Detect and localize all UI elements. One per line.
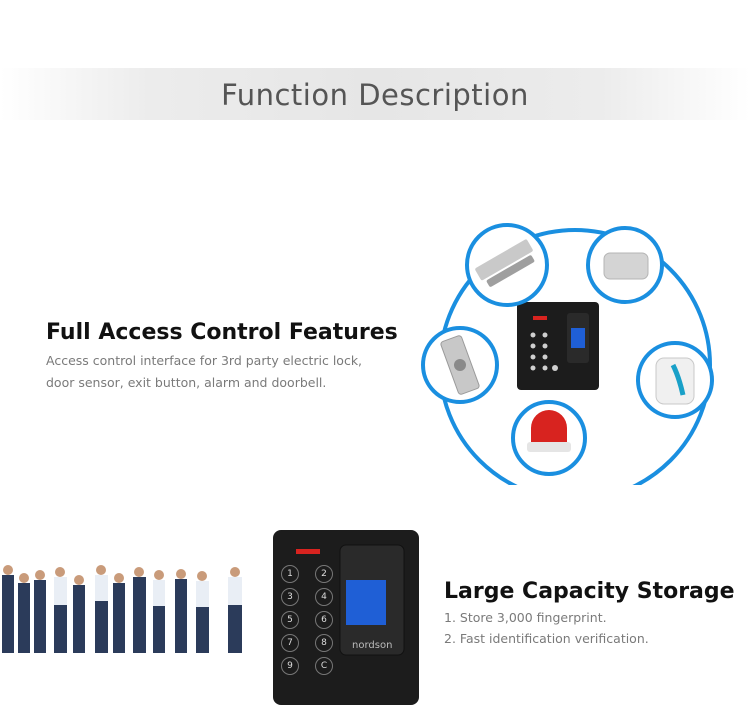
storage-illustration (2, 530, 419, 705)
access-description-line: Access control interface for 3rd party e… (46, 353, 363, 368)
keypad-key: 3 (281, 588, 299, 606)
storage-section-title: Large Capacity Storage (444, 579, 735, 604)
electric-lock-image (465, 223, 549, 307)
terminal-brand-logo: nordson (352, 640, 393, 651)
access-description-line: door sensor, exit button, alarm and door… (46, 375, 327, 390)
door-sensor-image (586, 226, 664, 304)
keypad-key: 1 (281, 565, 299, 583)
storage-description-line: 1. Store 3,000 fingerprint. (444, 610, 607, 625)
access-section-title: Full Access Control Features (46, 320, 398, 345)
keypad-key: 9 (281, 657, 299, 675)
doorbell-image (636, 341, 714, 419)
fingerprint-terminal-image (273, 530, 419, 705)
keypad-key: C (315, 657, 333, 675)
exit-button-image (421, 326, 499, 404)
alarm-siren-image (511, 400, 587, 476)
keypad-key: 6 (315, 611, 333, 629)
access-peripherals-diagram (421, 223, 714, 485)
keypad-key: 7 (281, 634, 299, 652)
center-terminal-image (517, 302, 599, 390)
keypad-key: 5 (281, 611, 299, 629)
page-title: Function Description (221, 78, 529, 112)
keypad-key: 4 (315, 588, 333, 606)
terminal-keypad: 1 2 3 4 5 6 7 8 9 C (281, 565, 339, 675)
keypad-key: 2 (315, 565, 333, 583)
header-banner (0, 68, 750, 120)
storage-section-description: 1. Store 3,000 fingerprint. 2. Fast iden… (444, 607, 649, 649)
storage-description-line: 2. Fast identification verification. (444, 631, 649, 646)
keypad-key: 8 (315, 634, 333, 652)
people-queue-image (2, 565, 242, 653)
access-section-description: Access control interface for 3rd party e… (46, 350, 362, 394)
